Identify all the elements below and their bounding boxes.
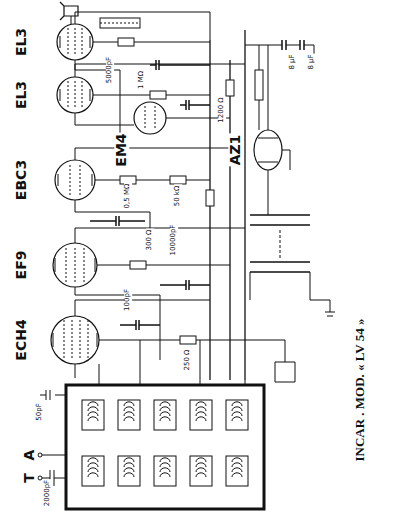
component-value: 2000pF: [44, 479, 52, 507]
tube-az1: [254, 130, 282, 170]
tube-ebc3: [55, 160, 95, 200]
tube-ef9: [53, 243, 97, 287]
tube-label: EBC3: [14, 159, 29, 201]
coil-symbol: [118, 456, 140, 486]
tube-label: EM4: [114, 132, 129, 167]
resistor-symbol: [226, 80, 234, 96]
coil-symbol: [82, 456, 104, 486]
tube-label: EL3: [14, 27, 29, 57]
component-value: 10000pF: [170, 224, 178, 257]
power-transformer: [250, 150, 335, 316]
tube-label: T: [22, 472, 37, 484]
coil-symbol: [154, 456, 176, 486]
coil-symbol: [154, 400, 176, 430]
tube-ech4: [51, 316, 99, 364]
component-value: 1200 Ω: [218, 96, 226, 123]
coil-unit-box: [66, 385, 264, 509]
component-value: 0,5 MΩ: [124, 183, 132, 210]
coil-symbol: [226, 456, 248, 486]
tube-label: EL3: [14, 80, 29, 110]
capacitor-symbol: [90, 60, 210, 330]
component-value: 50 kΩ: [174, 185, 182, 208]
component-value: 250 Ω: [184, 349, 192, 372]
coil-symbol: [226, 400, 248, 430]
component-value: 50pF: [36, 402, 44, 421]
resistor-symbol: [180, 336, 196, 344]
coil-symbol: [190, 456, 212, 486]
resistor-symbol: [150, 91, 166, 99]
tube-el3: [57, 24, 93, 60]
coil-symbol: [190, 400, 212, 430]
tube-label: AZ1: [228, 134, 243, 167]
component-value: 5000pF: [106, 56, 114, 84]
tube-em4: [134, 102, 166, 134]
component-value: 8 μF: [308, 53, 316, 70]
component-value: 8 μF: [289, 53, 297, 70]
component-value: 300 Ω: [146, 229, 154, 252]
resistor-symbol: [118, 38, 134, 46]
component-value: 1 MΩ: [138, 70, 146, 90]
tube-el3: [57, 77, 93, 113]
resistor-symbol: [130, 261, 146, 269]
coil-symbol: [82, 400, 104, 430]
tube-label: ECH4: [14, 318, 29, 361]
coil-symbol: [118, 400, 140, 430]
resistor-symbol: [170, 176, 186, 184]
title: INCAR . MOD. « LV 54 »: [353, 317, 367, 462]
component-value: 100pF: [124, 288, 132, 312]
tube-label: A: [22, 449, 37, 462]
resistor-symbol: [206, 190, 214, 206]
tube-label: EF9: [14, 250, 29, 281]
